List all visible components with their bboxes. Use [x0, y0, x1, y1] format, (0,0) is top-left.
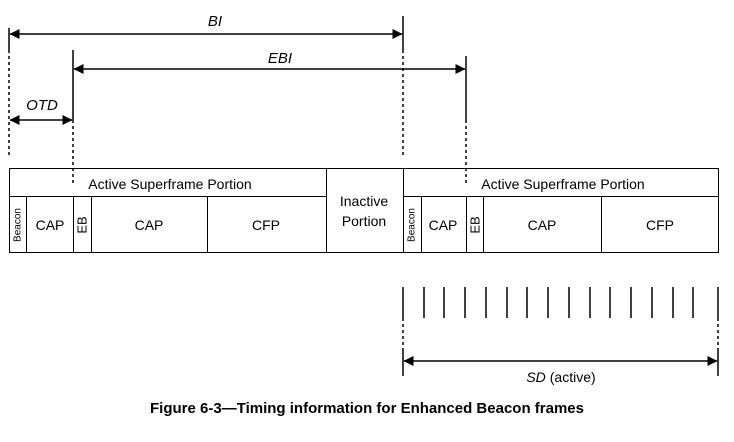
cfp-slot-1: CFP: [252, 217, 280, 233]
eb-slot-1: EB: [75, 216, 90, 233]
cap-slot-1a: CAP: [36, 217, 65, 233]
figure-caption: Figure 6-3—Timing information for Enhanc…: [150, 400, 584, 417]
cap-slot-2b: CAP: [528, 217, 557, 233]
ebi-label: EBI: [268, 50, 292, 67]
ebi-interval: EBI: [72, 50, 467, 185]
cap-slot-2a: CAP: [429, 217, 458, 233]
otd-interval: OTD: [9, 97, 73, 125]
inactive-portion-line2: Portion: [342, 213, 386, 229]
active-portion-label-1: Active Superframe Portion: [88, 176, 251, 192]
bi-interval: BI: [8, 13, 404, 156]
sd-symbol: SD: [526, 369, 545, 385]
eb-slot-2: EB: [468, 216, 483, 233]
beacon-slot-1: Beacon: [13, 208, 24, 242]
superframe-structure: [9, 168, 719, 253]
sd-suffix: (active): [550, 369, 596, 385]
active-portion-label-2: Active Superframe Portion: [481, 176, 644, 192]
otd-label: OTD: [26, 97, 58, 114]
inactive-portion-line1: Inactive: [340, 193, 388, 209]
slot-ticks: [402, 287, 719, 318]
bi-label: BI: [208, 13, 222, 30]
beacon-slot-2: Beacon: [407, 208, 418, 242]
cap-slot-1b: CAP: [135, 217, 164, 233]
cfp-slot-2: CFP: [646, 217, 674, 233]
sd-label: SD (active): [526, 369, 595, 385]
sd-interval: SD (active): [402, 318, 719, 385]
